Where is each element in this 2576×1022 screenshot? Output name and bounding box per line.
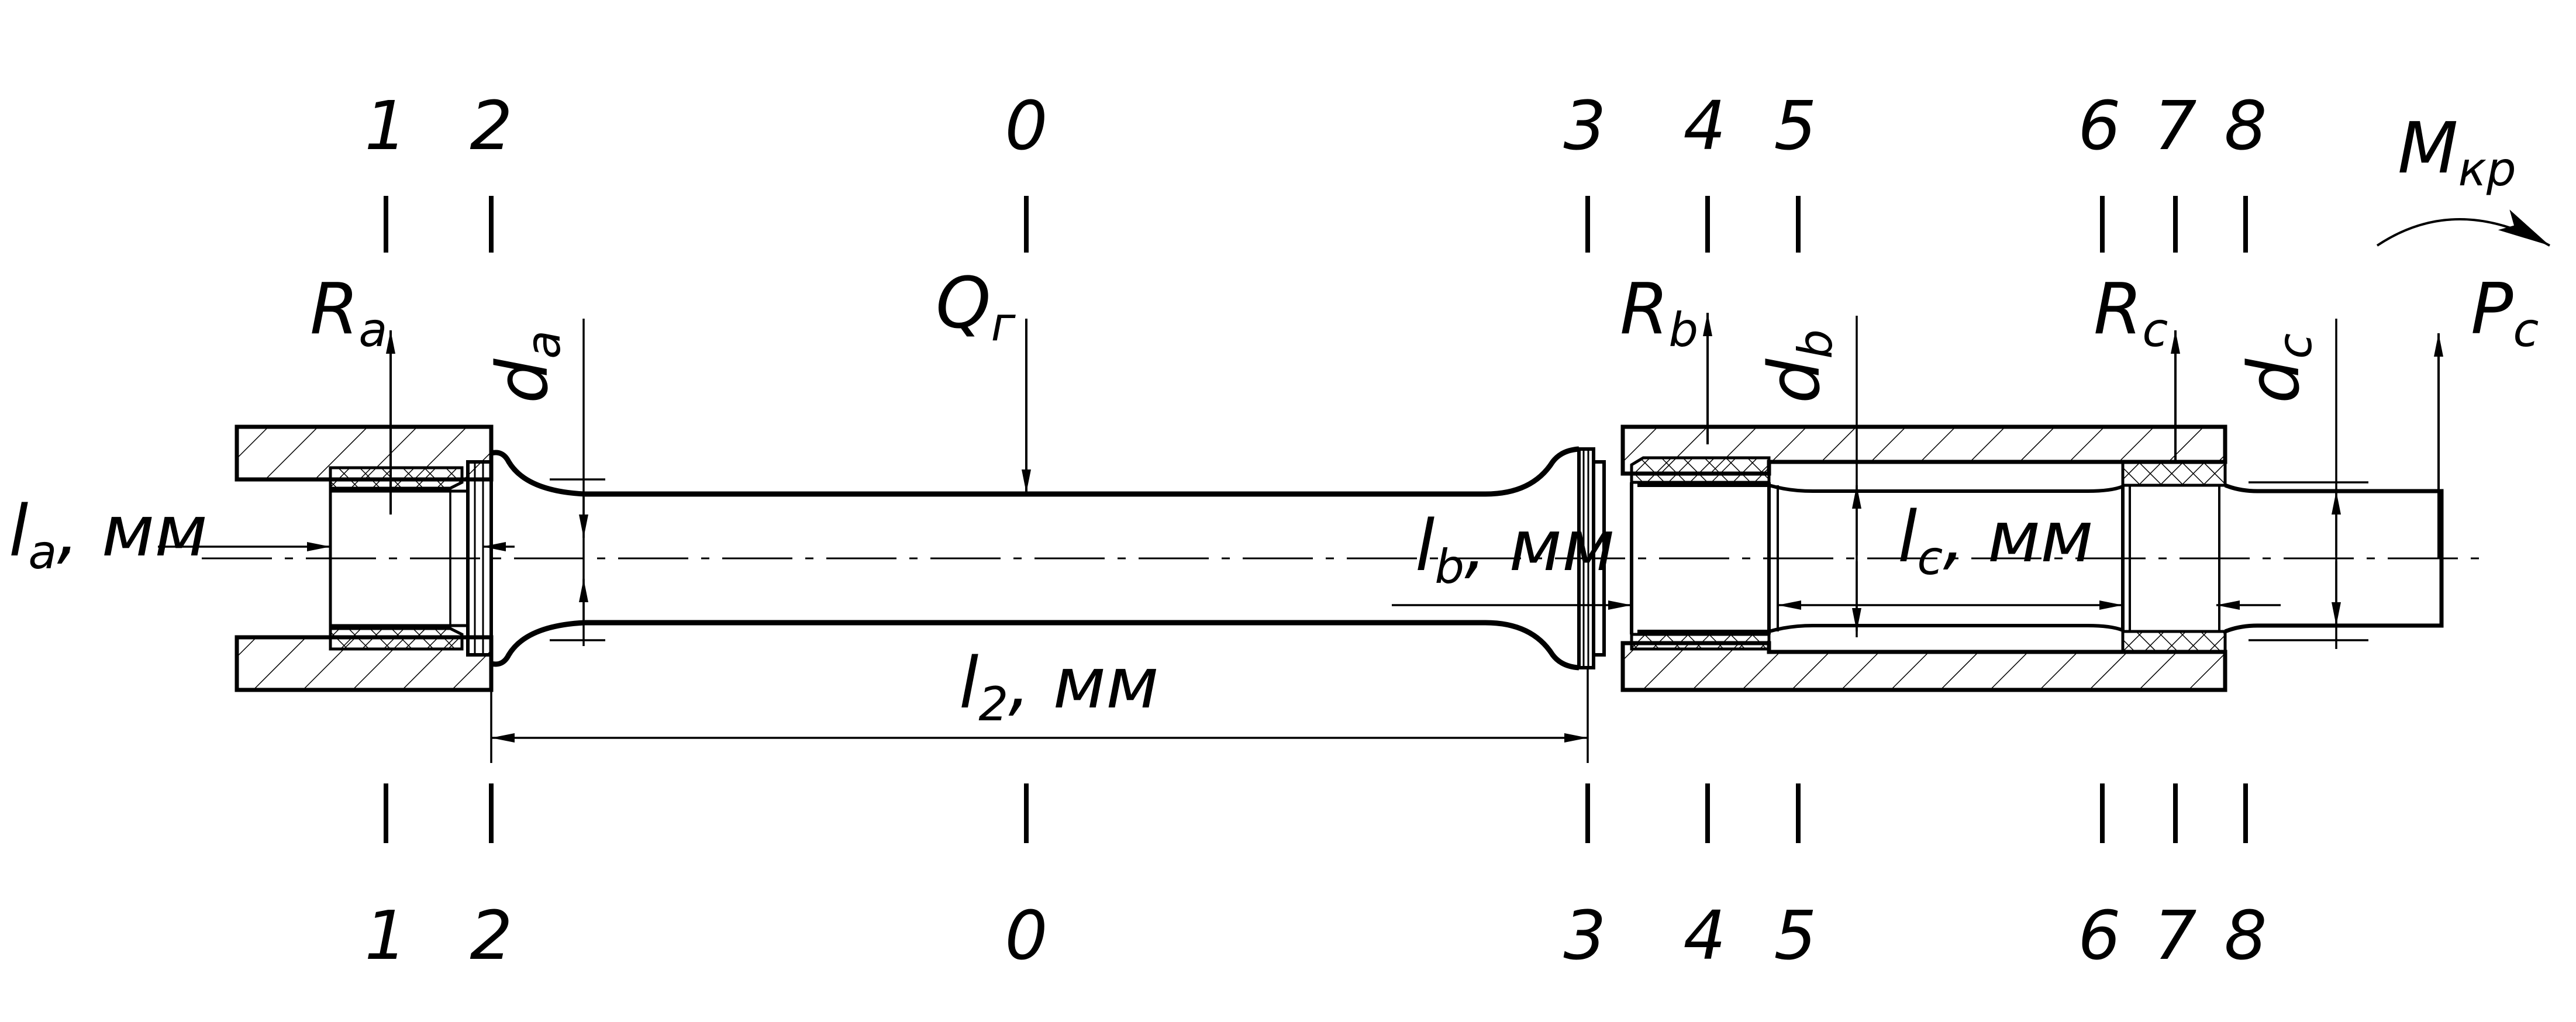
section-markers: [384, 196, 2248, 843]
length-labels: la, мм l2, мм lb, мм lc, мм: [9, 491, 2094, 731]
dc-label: dc: [2234, 333, 2322, 403]
right-housing: [1620, 424, 2227, 692]
section-label: 3: [1563, 87, 1606, 165]
section-label: 5: [1774, 87, 1816, 165]
bushing-b: [1630, 456, 1771, 651]
section-label: 1: [364, 897, 407, 975]
section-label: 6: [2078, 897, 2120, 975]
pc-label: Pc: [2471, 269, 2539, 357]
rc-label: Rc: [2094, 269, 2168, 357]
l2-label: l2, мм: [959, 643, 1159, 731]
force-labels: Ra Qг Rb Rc Pc Mкр: [310, 108, 2539, 357]
mkr-label: Mкр: [2398, 108, 2516, 196]
section-label: 7: [2154, 87, 2196, 165]
lb-label: lb, мм: [1415, 506, 1615, 594]
section-label: 1: [364, 87, 407, 165]
length-dims: [158, 542, 2281, 763]
bushing-c: [2121, 460, 2227, 654]
lc-label: lc, мм: [1898, 497, 2094, 585]
section-label: 6: [2078, 87, 2120, 165]
qg-label: Qг: [936, 263, 1016, 351]
right-shaft: [1630, 482, 2444, 634]
section-label: 8: [2224, 87, 2267, 165]
section-label: 5: [1774, 897, 1816, 975]
section-label: 7: [2154, 897, 2196, 975]
diameter-labels: da db dc: [482, 329, 2322, 403]
la-label: la, мм: [9, 491, 208, 579]
diameter-dims: [550, 316, 2368, 649]
force-arrows: [386, 313, 2443, 558]
section-label: 4: [1683, 897, 1726, 975]
section-label: 0: [1005, 87, 1047, 165]
section-label: 2: [470, 87, 512, 165]
section-label: 2: [470, 897, 512, 975]
section-label: 4: [1683, 87, 1726, 165]
left-bushing: [329, 466, 464, 651]
moment-arrow: [2376, 209, 2550, 247]
collar: [1577, 447, 1606, 669]
section-label: 8: [2224, 897, 2267, 975]
section-label: 0: [1005, 897, 1047, 975]
section-labels-top: 1 2 0 3 4 5 6 7 8: [364, 87, 2267, 165]
db-label: db: [1754, 329, 1843, 403]
rb-label: Rb: [1620, 269, 1698, 357]
section-labels-bottom: 1 2 0 3 4 5 6 7 8: [364, 897, 2267, 975]
shaft-body: [490, 446, 1580, 671]
ra-label: Ra: [310, 269, 387, 357]
left-journal: [330, 460, 493, 657]
da-label: da: [482, 330, 571, 403]
section-label: 3: [1563, 897, 1606, 975]
